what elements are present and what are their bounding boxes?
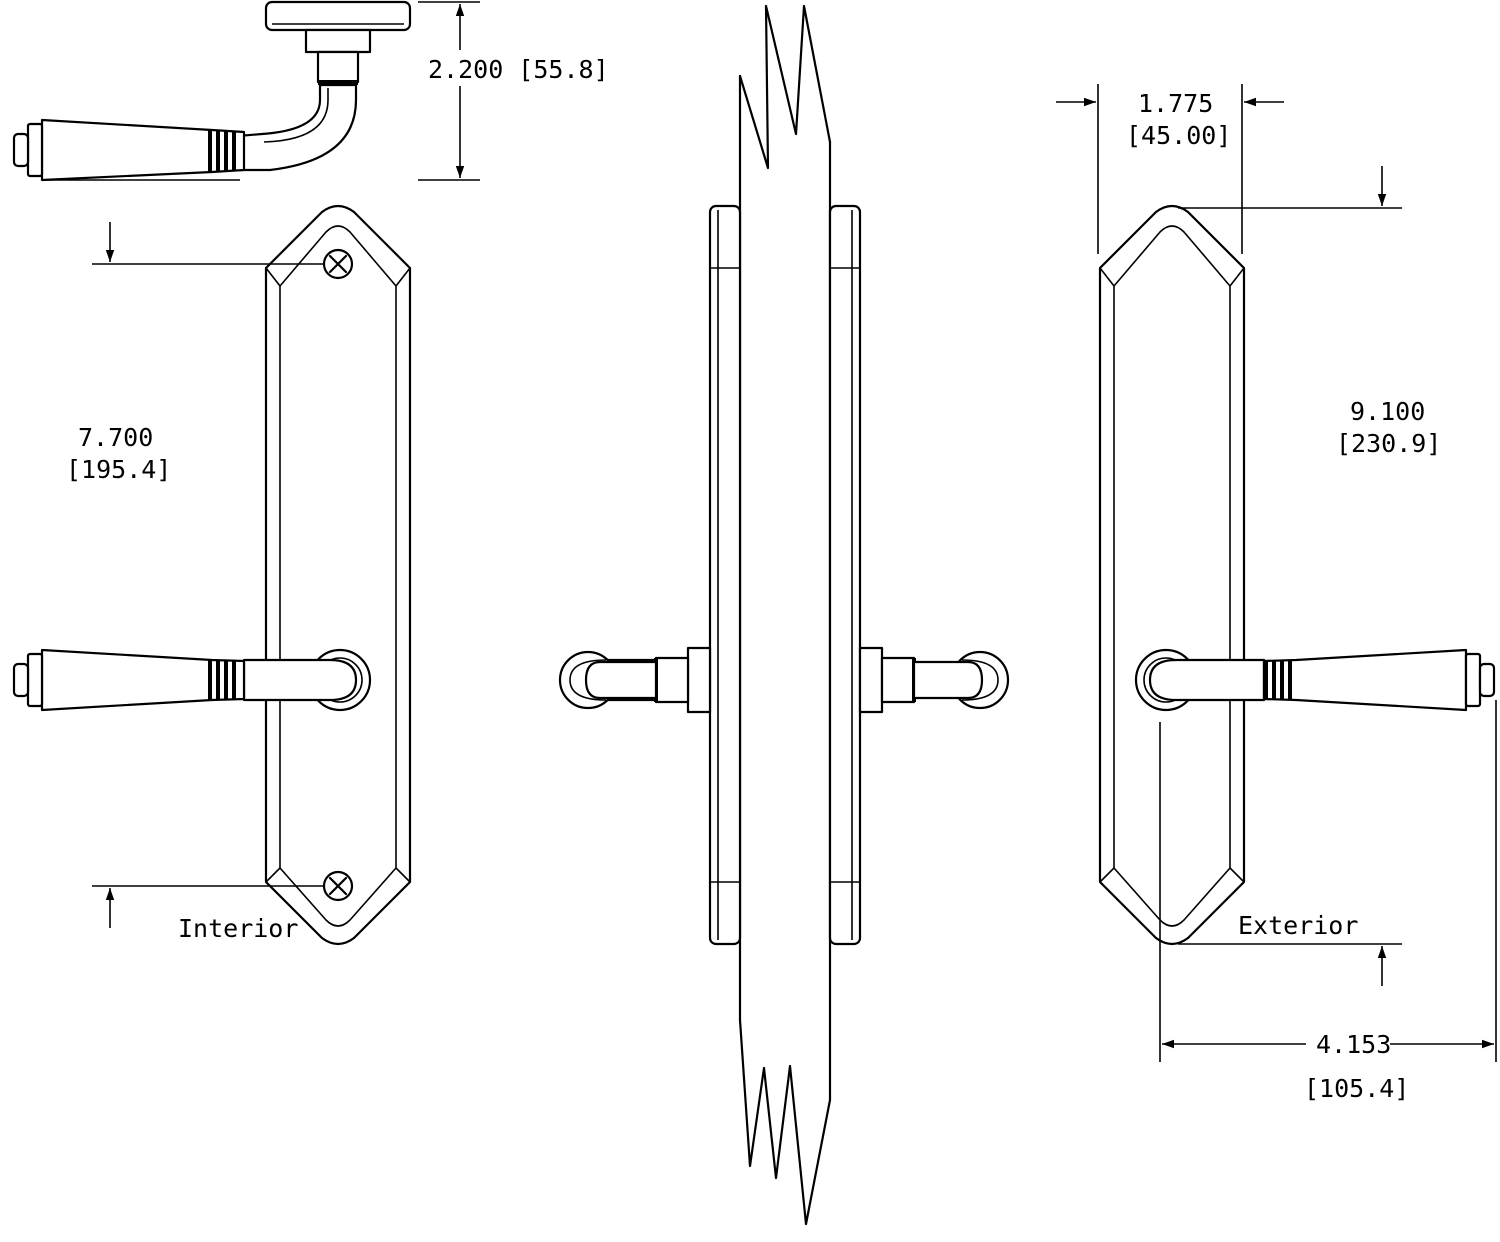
- top-screw-icon: [322, 248, 354, 280]
- exterior-label: Exterior: [1238, 911, 1358, 940]
- screw-spacing-mm: [195.4]: [66, 455, 171, 484]
- plate-width-dimension: 1.775 [45.00]: [1056, 84, 1284, 254]
- screw-spacing-inches: 7.700: [78, 423, 153, 452]
- interior-lever: [12, 648, 372, 712]
- top-view-lever: [12, 0, 412, 182]
- right-backplate-side: [828, 204, 862, 946]
- plate-height-dimension: 9.100 [230.9]: [1178, 166, 1441, 986]
- left-backplate-side: [708, 204, 742, 946]
- plate-height-mm: [230.9]: [1336, 429, 1441, 458]
- interior-backplate: [264, 204, 412, 946]
- lever-length-mm: [105.4]: [1304, 1074, 1409, 1103]
- projection-dimension-label: 2.200 [55.8]: [428, 55, 609, 84]
- plate-width-mm: [45.00]: [1126, 121, 1231, 150]
- right-lever-side: [858, 646, 1010, 714]
- interior-label: Interior: [178, 914, 298, 943]
- door-section: [738, 4, 832, 1226]
- plate-width-inches: 1.775: [1138, 89, 1213, 118]
- bottom-screw-icon: [322, 870, 354, 902]
- lever-length-inches: 4.153: [1316, 1030, 1391, 1059]
- exterior-lever: [1134, 648, 1496, 712]
- left-lever-side: [558, 646, 712, 714]
- screw-spacing-dimension: 7.700 [195.4]: [66, 222, 324, 928]
- lever-length-dimension: 4.153 [105.4]: [1159, 700, 1497, 1103]
- projection-dimension: 2.200 [55.8]: [42, 1, 609, 181]
- exterior-backplate: [1098, 204, 1246, 946]
- plate-height-inches: 9.100: [1350, 397, 1425, 426]
